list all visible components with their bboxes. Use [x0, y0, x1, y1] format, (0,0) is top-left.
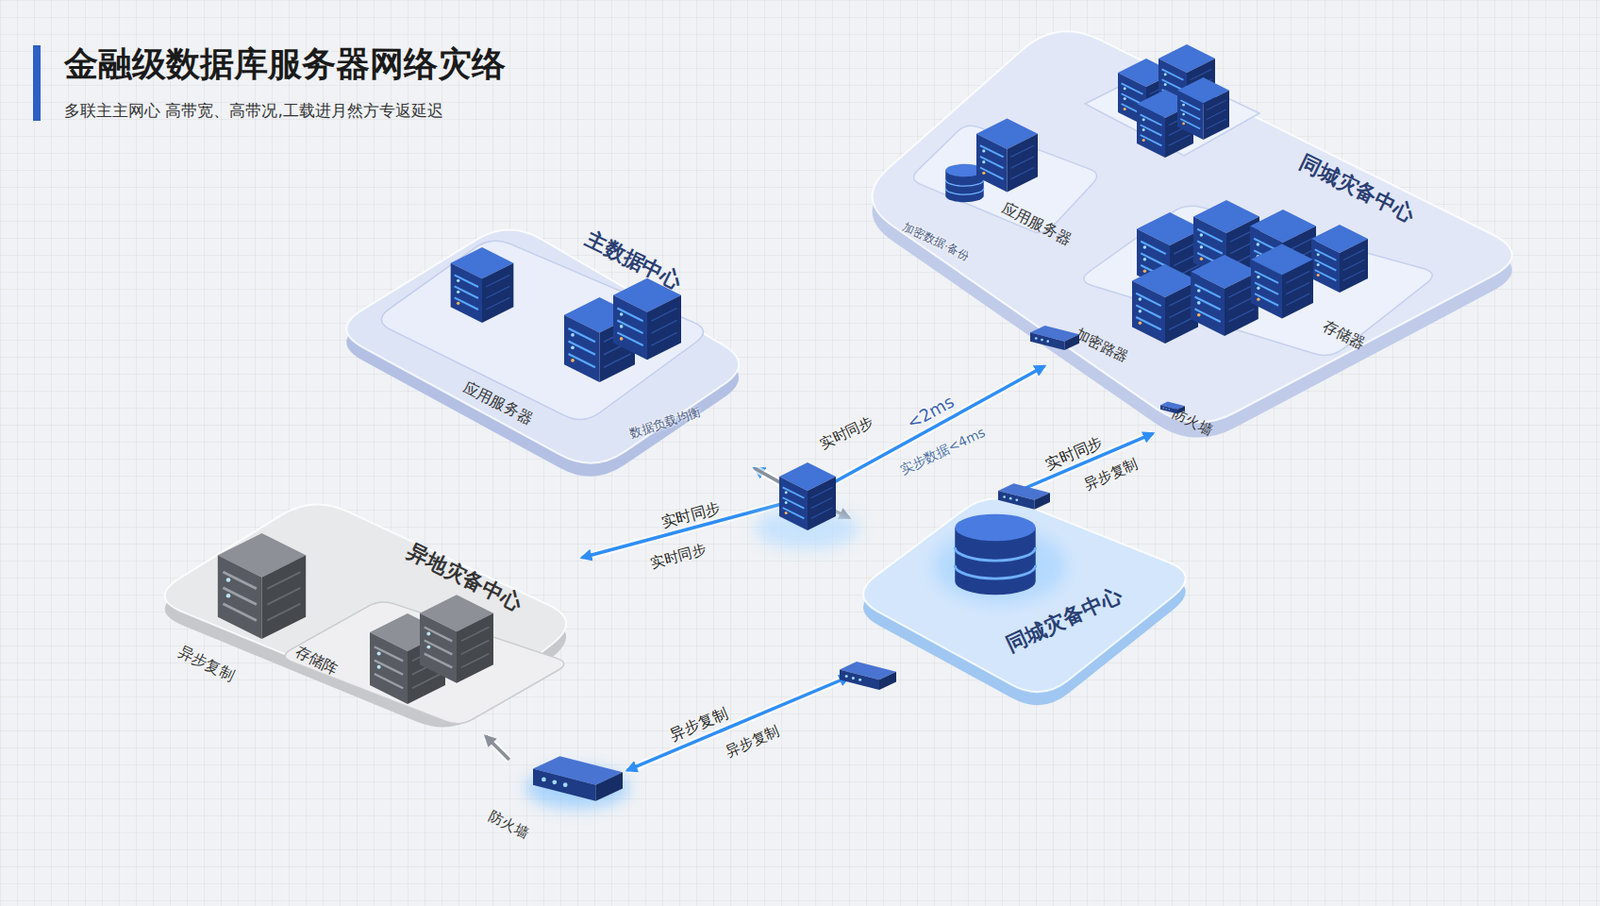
link-label: <2ms: [902, 390, 957, 434]
storage-icon: [1311, 224, 1368, 293]
server-rack-icon: [613, 278, 682, 360]
accent-bar: [33, 45, 41, 121]
annotation-text: 实步数据<4ms: [897, 424, 988, 478]
diagram-title: 金融级数据库服务器网络灾络: [64, 41, 506, 88]
link-label: 实时同步: [1042, 432, 1105, 473]
annotation-text: 实时同步: [816, 412, 876, 452]
router-icon: [839, 661, 897, 690]
router-icon: [1030, 325, 1080, 350]
platform-top: [872, 31, 1513, 422]
link-halo: [627, 676, 850, 770]
device-node: 防火墙: [1152, 396, 1238, 434]
platform-top: [863, 498, 1186, 692]
link-label: 异步复制: [667, 702, 731, 744]
annotation-text: 实时同步: [649, 540, 709, 572]
annotation-text: 异步复制: [175, 642, 238, 685]
router-icon: [998, 483, 1050, 510]
annotation-text: 加密数据·备份: [900, 219, 971, 264]
core-switch-icon: [779, 462, 836, 531]
platform-top: [346, 230, 739, 464]
annotation-text: 异步复制: [722, 721, 782, 760]
link-line: [627, 676, 850, 770]
firewall-icon: [1160, 401, 1185, 415]
server-rack-icon: [419, 594, 494, 684]
server-icon: [217, 533, 306, 639]
storage-icon: [1132, 264, 1199, 344]
sync-link: [485, 735, 510, 760]
database-icon: [954, 514, 1036, 596]
link-halo: [485, 735, 510, 760]
server-icon: [1177, 77, 1230, 140]
annotation-text: 异步复制: [1081, 454, 1140, 493]
platform-top: [381, 240, 703, 419]
annotation-text: 数据负载均衡: [628, 403, 703, 441]
node-label: 加密路器: [1072, 325, 1132, 366]
node-label: 防火墙: [485, 807, 532, 842]
storage-icon: [1190, 254, 1259, 336]
platform-top: [1083, 205, 1433, 355]
diagram-caption: 多联主主网心 高带宽、高带况,工载进月然方专返延迟: [64, 100, 444, 122]
sync-link: [627, 676, 850, 770]
link-line: [485, 735, 510, 760]
server-icon: [450, 247, 515, 323]
datacenter-platform: 异地灾备中心存储阵: [148, 495, 583, 736]
storage-icon: [1250, 243, 1314, 318]
server-icon: [976, 118, 1038, 193]
firewall-icon: [533, 755, 623, 801]
datacenter-platform: 主数据中心应用服务器: [330, 212, 755, 486]
link-label: 实时同步: [659, 498, 723, 532]
